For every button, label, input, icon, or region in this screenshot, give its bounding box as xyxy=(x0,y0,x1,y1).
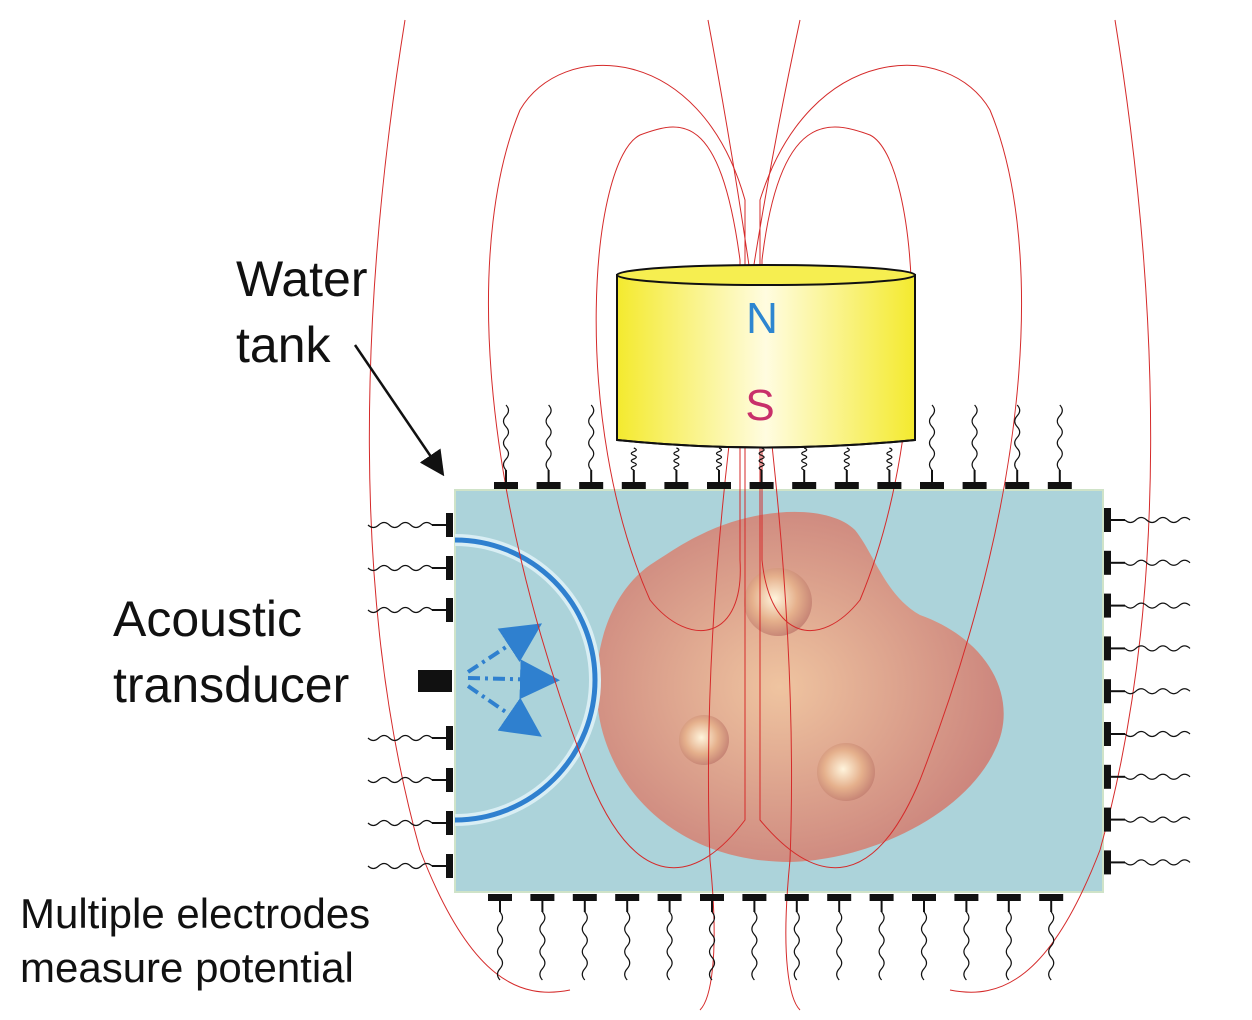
electrode-left xyxy=(367,768,453,792)
electrode-left xyxy=(367,726,453,750)
magnetic-field-lines xyxy=(368,19,1152,1011)
electrode-bottom xyxy=(530,894,555,981)
electrode-top xyxy=(579,404,604,489)
electrode-right xyxy=(1104,764,1191,789)
electrode-array xyxy=(367,404,1191,981)
water-tank-pointer xyxy=(353,344,445,477)
acoustic-wavefront xyxy=(454,534,601,826)
electrode-top xyxy=(536,404,561,489)
acoustic-label-line2: transducer xyxy=(113,657,349,713)
electrode-left xyxy=(367,811,453,835)
electrode-right xyxy=(1104,807,1191,832)
magnet-south-pole: S xyxy=(745,381,774,430)
electrode-right xyxy=(1104,550,1191,575)
magnet-north-pole: N xyxy=(746,294,778,343)
water-tank-label-line2: tank xyxy=(236,317,332,373)
electrode-top xyxy=(707,447,731,489)
electrodes-label-line1: Multiple electrodes xyxy=(20,890,370,937)
inclusion-right xyxy=(817,743,875,801)
electrode-top xyxy=(834,447,859,489)
electrode-top xyxy=(664,447,689,489)
tissue-sample xyxy=(596,511,1004,862)
electrode-left xyxy=(367,854,453,878)
electrode-right xyxy=(1104,679,1191,704)
electrode-left xyxy=(367,556,453,580)
magnet: N S xyxy=(616,264,916,449)
electrode-left xyxy=(367,598,453,622)
electrode-right xyxy=(1104,636,1191,661)
electrode-bottom xyxy=(827,894,852,981)
water-tank-label-line1: Water xyxy=(236,251,368,307)
electrode-bottom xyxy=(996,894,1021,981)
electrode-bottom xyxy=(912,894,936,981)
electrode-top xyxy=(1005,404,1030,489)
electrode-top xyxy=(920,404,944,489)
electrode-top xyxy=(749,447,774,489)
inclusion-top xyxy=(744,568,812,636)
acoustic-label-line1: Acoustic xyxy=(113,591,302,647)
electrode-bottom xyxy=(615,894,640,981)
electrode-right xyxy=(1104,508,1191,532)
electrode-right xyxy=(1104,722,1191,746)
electrode-top xyxy=(1047,404,1072,489)
electrode-bottom xyxy=(1039,894,1064,981)
electrode-right xyxy=(1104,593,1191,618)
electrode-bottom xyxy=(869,894,894,981)
electrode-bottom xyxy=(657,894,682,981)
electrode-bottom xyxy=(488,894,512,981)
electrode-bottom xyxy=(784,894,809,981)
electrode-top xyxy=(494,404,518,489)
electrode-top xyxy=(877,447,902,489)
electrode-top xyxy=(962,404,987,489)
electrode-bottom xyxy=(954,894,979,981)
electrode-bottom xyxy=(572,894,597,981)
electrodes-label-line2: measure potential xyxy=(20,944,354,991)
electrode-right xyxy=(1104,850,1191,875)
acoustic-transducer xyxy=(418,670,452,692)
electrode-top xyxy=(792,447,817,489)
electrode-left xyxy=(367,513,453,537)
inclusion-left xyxy=(679,715,729,765)
electrode-bottom xyxy=(700,894,724,981)
electrode-bottom xyxy=(742,894,767,981)
inclusions xyxy=(679,568,875,801)
electrode-top xyxy=(621,447,646,489)
